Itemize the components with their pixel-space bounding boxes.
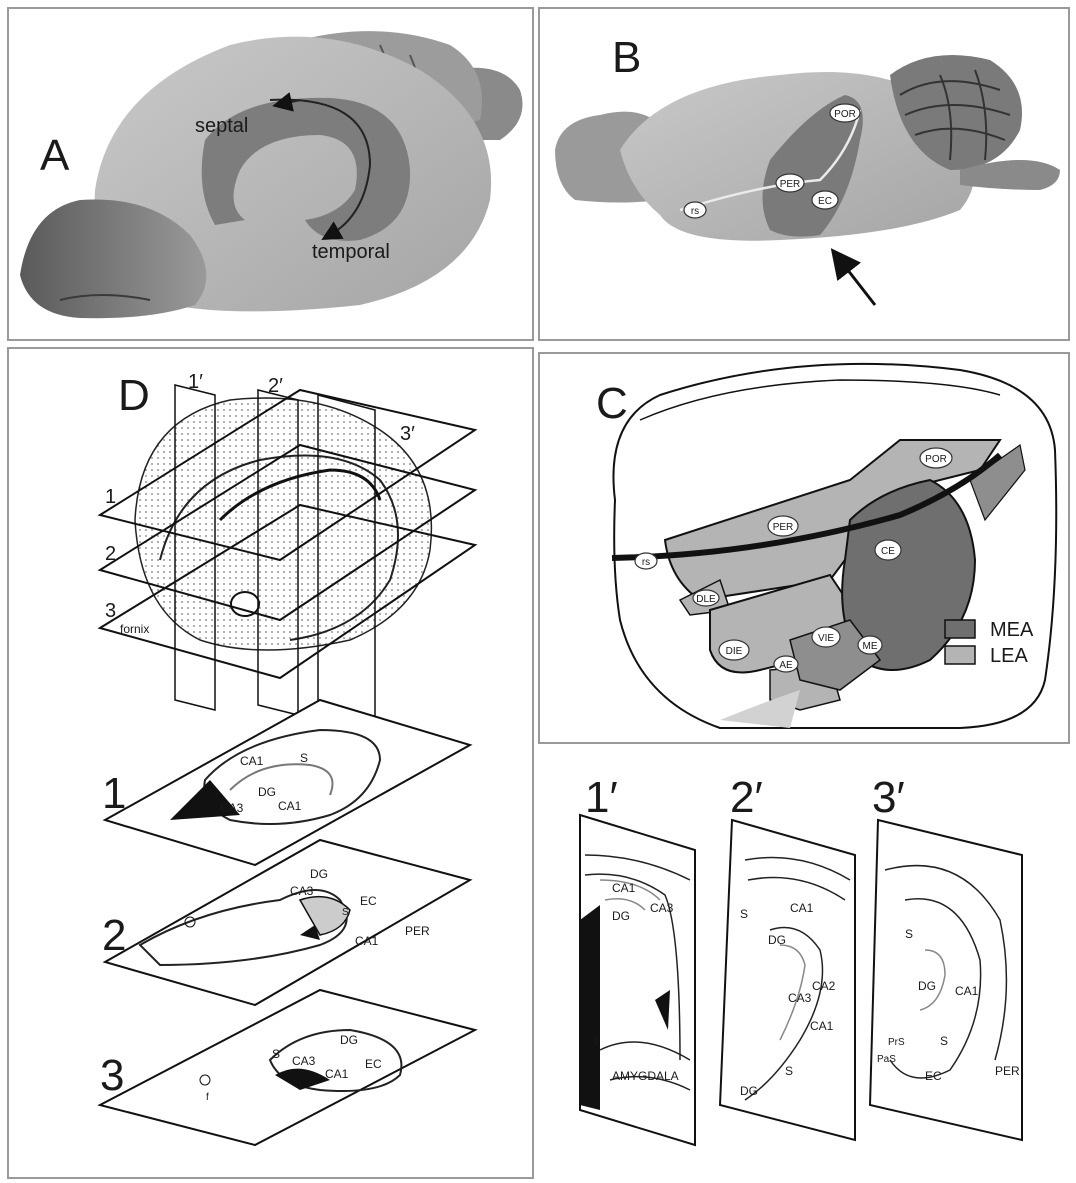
h1-ca1a: CA1 bbox=[240, 754, 264, 768]
h1-s: S bbox=[300, 751, 308, 765]
b-por-label: POR bbox=[834, 109, 856, 120]
fornix-label: fornix bbox=[120, 622, 149, 636]
plane-3-label: 3 bbox=[105, 600, 116, 622]
plane-1-label: 1 bbox=[105, 486, 116, 508]
c-per-label: PER bbox=[773, 522, 794, 533]
c2-number: 2′ bbox=[730, 773, 763, 822]
h1-ca3: CA3 bbox=[220, 801, 244, 815]
h3-ca3: CA3 bbox=[292, 1054, 316, 1068]
coronal-section-1p: CA1 DG CA3 f AMYGDALA bbox=[580, 815, 695, 1145]
c1-number: 1′ bbox=[585, 773, 618, 822]
h2-dg: DG bbox=[310, 867, 328, 881]
legend-swatch-lea bbox=[945, 646, 975, 664]
h2-ca1: CA1 bbox=[355, 934, 379, 948]
h2-per: PER bbox=[405, 924, 430, 938]
h1-ca1b: CA1 bbox=[278, 799, 302, 813]
c1-f: f bbox=[595, 1037, 598, 1048]
b-rs-label: rs bbox=[691, 206, 699, 217]
panel-d: D 1 2 3 1′ 2′ 3′ fornix 1 bbox=[100, 371, 475, 1145]
c1-dg: DG bbox=[612, 909, 630, 923]
c2-dg: DG bbox=[768, 933, 786, 947]
h3-number: 3 bbox=[100, 1051, 124, 1100]
horizontal-section-1: 1 CA1 S DG CA3 CA1 bbox=[102, 700, 470, 865]
c2-ca1b: CA1 bbox=[810, 1019, 834, 1033]
c1-ca1: CA1 bbox=[612, 881, 636, 895]
h3-s: S bbox=[272, 1047, 280, 1061]
c-ce-label: CE bbox=[881, 546, 895, 557]
horizontal-section-3: 3 DG S CA3 CA1 EC f bbox=[100, 990, 475, 1145]
h2-ec: EC bbox=[360, 894, 377, 908]
b-per-label: PER bbox=[780, 179, 801, 190]
panel-c-letter: C bbox=[596, 379, 628, 428]
septal-label: septal bbox=[195, 115, 248, 137]
c2-s2: S bbox=[785, 1064, 793, 1078]
c3-pas: PaS bbox=[877, 1054, 896, 1065]
h1-dg: DG bbox=[258, 785, 276, 799]
h2-s: S bbox=[342, 907, 349, 918]
panel-c: C POR PER CE rs DLE DIE VIE ME AE MEA LE… bbox=[596, 364, 1056, 728]
panel-d-letter: D bbox=[118, 371, 150, 420]
plane-2p-label: 2′ bbox=[268, 375, 283, 397]
c-por-label: POR bbox=[925, 454, 947, 465]
c2-s1: S bbox=[740, 907, 748, 921]
c1-ca3: CA3 bbox=[650, 901, 674, 915]
c-me-label: ME bbox=[863, 641, 878, 652]
c3-dg: DG bbox=[918, 979, 936, 993]
b-ec-label: EC bbox=[818, 196, 832, 207]
legend-mea: MEA bbox=[990, 619, 1034, 641]
c-rs-label: rs bbox=[642, 557, 650, 568]
horizontal-section-2: 2 DG CA3 EC CA1 PER S bbox=[102, 840, 470, 1005]
panel-a: A septal temporal bbox=[20, 31, 523, 318]
coronal-sections: 1′ 2′ 3′ CA1 DG CA3 f AMYGDALA S CA1 DG bbox=[580, 773, 1022, 1145]
c-die-label: DIE bbox=[726, 646, 743, 657]
c3-s1: S bbox=[905, 927, 913, 941]
coronal-section-2p: S CA1 DG CA2 CA3 CA1 S DG bbox=[720, 820, 855, 1140]
c3-number: 3′ bbox=[872, 773, 905, 822]
c-vie-label: VIE bbox=[818, 633, 834, 644]
plane-1p-label: 1′ bbox=[188, 371, 203, 393]
c1-amygdala: AMYGDALA bbox=[612, 1069, 679, 1083]
plane-2-label: 2 bbox=[105, 543, 116, 565]
c-dle-label: DLE bbox=[696, 594, 716, 605]
c2-ca2: CA2 bbox=[812, 979, 836, 993]
h3-f: f bbox=[206, 1092, 209, 1103]
c3-per: PER bbox=[995, 1064, 1020, 1078]
h2-number: 2 bbox=[102, 911, 126, 960]
h2-ca3: CA3 bbox=[290, 884, 314, 898]
temporal-label: temporal bbox=[312, 241, 390, 263]
h1-number: 1 bbox=[102, 769, 126, 818]
c3-prs: PrS bbox=[888, 1037, 905, 1048]
c3-s2: S bbox=[940, 1034, 948, 1048]
plane-3p-label: 3′ bbox=[400, 423, 415, 445]
h3-dg: DG bbox=[340, 1033, 358, 1047]
legend-swatch-mea bbox=[945, 620, 975, 638]
c-ae-label: AE bbox=[779, 660, 793, 671]
panel-b-letter: B bbox=[612, 33, 641, 82]
legend-lea: LEA bbox=[990, 645, 1028, 667]
c3-ca1: CA1 bbox=[955, 984, 979, 998]
h3-ca1: CA1 bbox=[325, 1067, 349, 1081]
coronal-section-3p: S DG CA1 PrS PaS S EC PER bbox=[870, 820, 1022, 1140]
h3-ec: EC bbox=[365, 1057, 382, 1071]
c3-ec: EC bbox=[925, 1069, 942, 1083]
panel-b: B POR PER EC rs bbox=[555, 33, 1060, 305]
c2-dg2: DG bbox=[740, 1084, 758, 1098]
c2-ca1: CA1 bbox=[790, 901, 814, 915]
c2-ca3: CA3 bbox=[788, 991, 812, 1005]
panel-a-letter: A bbox=[40, 131, 70, 180]
